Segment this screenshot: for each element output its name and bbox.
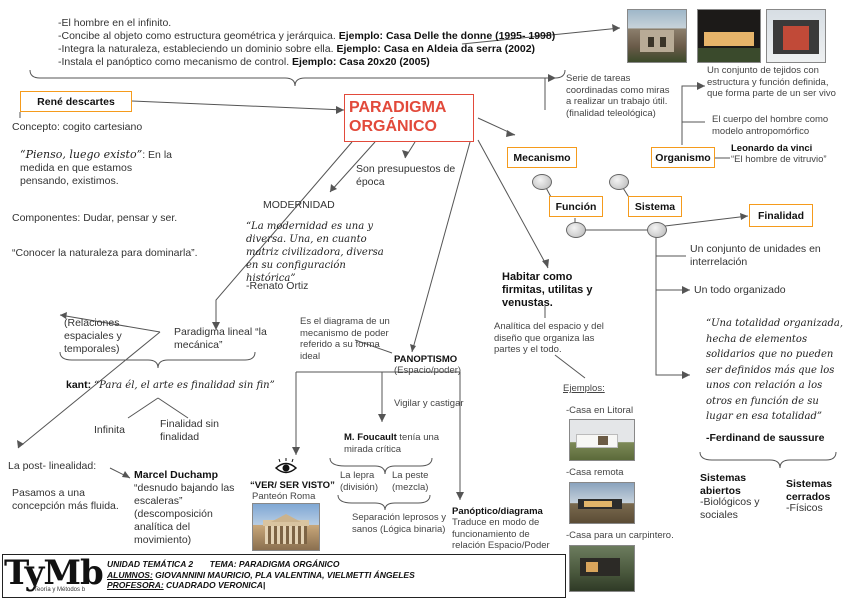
habitar-desc: Analítica del espacio y del diseño que o…: [494, 321, 616, 356]
rene-descartes-box: René descartes: [20, 91, 132, 112]
header-list: -El hombre en el infinito. -Concibe al o…: [58, 17, 578, 69]
separacion-label: Separación leprosos y sanos (Lógica bina…: [352, 512, 448, 535]
panoptismo-sub: (Espacio/poder): [394, 365, 484, 377]
panteon-label: Panteón Roma: [252, 491, 352, 503]
organismo-desc-1: Un conjunto de tejidos con estructura y …: [707, 65, 837, 100]
post-linealidad-label: La post- linealidad:: [8, 460, 128, 473]
diagrama-title: Panóptico/diagrama: [452, 506, 562, 518]
peste-label: La peste (mezcla): [392, 470, 440, 493]
ver-ser-visto-label: “VER/ SER VISTO”: [250, 480, 350, 492]
organismo-box: Organismo: [651, 147, 715, 168]
sistemas-abiertos-title: Sistemas abiertos: [700, 472, 780, 498]
funcion-box: Función: [549, 196, 603, 217]
title-box: PARADIGMA ORGÁNICO: [344, 94, 474, 142]
footer: TyMb Teoría y Métodos b UNIDAD TEMÁTICA …: [2, 554, 566, 598]
mecanismo-desc: Serie de tareas coordinadas como miras a…: [566, 73, 676, 119]
eye-icon: [274, 458, 298, 478]
casa-litoral-photo: [569, 419, 635, 461]
footer-line-1: UNIDAD TEMÁTICA 2 TEMA: PARADIGMA ORGÁNI…: [107, 559, 415, 570]
modernidad-label: MODERNIDAD: [263, 199, 363, 212]
kant-label: kant: “Para él, el arte es finalidad sin…: [66, 379, 316, 392]
presupuestos-label: Son presupuestos de época: [356, 163, 456, 189]
casa-litoral-label: -Casa en Litoral: [566, 405, 656, 417]
modernidad-author: -Renato Ortiz: [246, 280, 396, 293]
sistema-box: Sistema: [628, 196, 682, 217]
infinita-label: Infinita: [94, 424, 154, 437]
panoptismo-desc: Es el diagrama de un mecanismo de poder …: [300, 316, 398, 362]
paradigma-lineal-label: Paradigma lineal “la mecánica”: [174, 326, 274, 352]
finalidad-box: Finalidad: [749, 204, 813, 227]
habitar-title: Habitar como firmitas, utilitas y venust…: [502, 271, 602, 310]
header-line-1: -El hombre en el infinito.: [58, 17, 578, 30]
organismo-node: [609, 174, 629, 190]
casa-delle-donne-photo: [627, 9, 687, 63]
saussure-author: -Ferdinand de saussure: [706, 432, 846, 445]
rene-quote: “Pienso, luego existo”: En la medida en …: [20, 148, 180, 188]
sistemas-cerrados-desc: -Físicos: [786, 502, 846, 515]
footer-line-2: ALUMNOS: GIOVANNINI MAURICIO, PLA VALENT…: [107, 570, 415, 581]
header-line-3: -Integra la naturaleza, estableciendo un…: [58, 43, 578, 56]
sistema-node: [647, 222, 667, 238]
saussure-quote: “Una totalidad organizada, hecha de elem…: [706, 316, 844, 425]
rene-conocer: “Conocer la naturaleza para dominarla”.: [12, 247, 222, 260]
foucault-label: M. Foucault tenía una mirada crítica: [344, 432, 454, 455]
tymb-logo: TyMb Teoría y Métodos b: [4, 556, 104, 596]
casa-remota-label: -Casa remota: [566, 467, 656, 479]
leonardo-label: Leonardo da vinci: [731, 143, 841, 155]
panteon-photo: [252, 503, 320, 551]
duchamp-label: Marcel Duchamp: [134, 469, 244, 482]
rene-componentes: Componentes: Dudar, pensar y ser.: [12, 212, 212, 225]
finalidad-sin-fin-label: Finalidad sin finalidad: [160, 418, 250, 444]
casa-carpintero-photo: [569, 545, 635, 592]
sistema-def-2: Un todo organizado: [694, 284, 834, 297]
panoptismo-title: PANOPTISMO: [394, 354, 484, 366]
rene-concepto: Concepto: cogito cartesiano: [12, 121, 182, 134]
modernidad-quote: “La modernidad es una y diversa. Una, en…: [246, 220, 396, 285]
casa-aldeia-photo: [697, 9, 761, 63]
sistemas-cerrados-title: Sistemas cerrados: [786, 478, 846, 504]
vitruvio-label: “El hombre de vitruvio”: [731, 154, 846, 166]
mecanismo-node: [532, 174, 552, 190]
mecanismo-box: Mecanismo: [507, 147, 577, 168]
pasamos-label: Pasamos a una concepción más fluida.: [12, 487, 122, 513]
organismo-desc-2: El cuerpo del hombre como modelo antropo…: [712, 114, 837, 137]
relaciones-label: (Relaciones espaciales y temporales): [64, 317, 164, 356]
casa-carpintero-label: -Casa para un carpintero.: [566, 530, 676, 542]
footer-line-3: PROFESORA: CUADRADO VERONICA|: [107, 580, 415, 591]
sistemas-abiertos-desc: -Biológicos y sociales: [700, 496, 780, 522]
sistema-def-1: Un conjunto de unidades en interrelación: [690, 243, 840, 269]
casa-20x20-photo: [766, 9, 826, 63]
diagrama-desc: Traduce en modo de funcionamiento de rel…: [452, 517, 560, 552]
casa-remota-photo: [569, 482, 635, 524]
vigilar-label: Vigilar y castigar: [394, 398, 484, 410]
header-line-2: -Concibe al objeto como estructura geomé…: [58, 30, 578, 43]
footer-text: UNIDAD TEMÁTICA 2 TEMA: PARADIGMA ORGÁNI…: [107, 559, 415, 591]
duchamp-desc: “desnudo bajando las escaleras” (descomp…: [134, 482, 244, 547]
funcion-node: [566, 222, 586, 238]
title: PARADIGMA ORGÁNICO: [345, 95, 473, 136]
ejemplos-label: Ejemplos:: [563, 383, 623, 395]
header-line-4: -Instala el panóptico como mecanismo de …: [58, 56, 578, 69]
